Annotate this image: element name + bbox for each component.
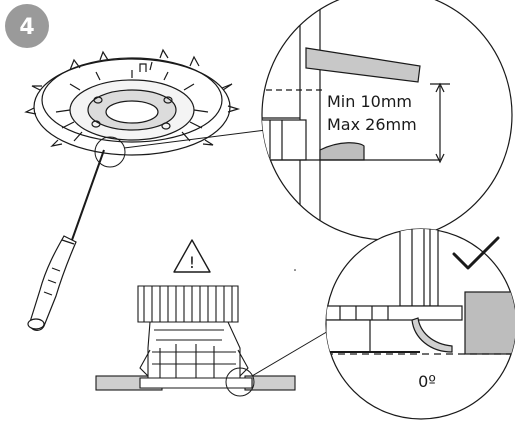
angle-label: 0º [418, 372, 436, 391]
detail-marker-bottom [225, 367, 255, 397]
detail-marker-top [94, 136, 126, 168]
min-depth-label: Min 10mm [327, 92, 412, 111]
step-badge: 4 [5, 4, 49, 48]
step-number: 4 [19, 15, 34, 40]
stray-dot [294, 269, 296, 271]
screwdriver-icon [27, 149, 105, 331]
warning-triangle-icon: ! [173, 239, 211, 273]
callout-depth: Min 10mm Max 26mm [261, 0, 513, 241]
fixture-top-view [24, 48, 241, 156]
leader-line-bottom [251, 329, 331, 377]
max-depth-label: Max 26mm [327, 115, 417, 134]
leader-line-top [123, 129, 267, 149]
step-badge-circle [5, 4, 49, 48]
warning-symbol: ! [189, 253, 195, 272]
checkmark-icon [452, 236, 500, 270]
fixture-side-view [95, 285, 296, 391]
callout-angle: 0º [325, 228, 515, 420]
